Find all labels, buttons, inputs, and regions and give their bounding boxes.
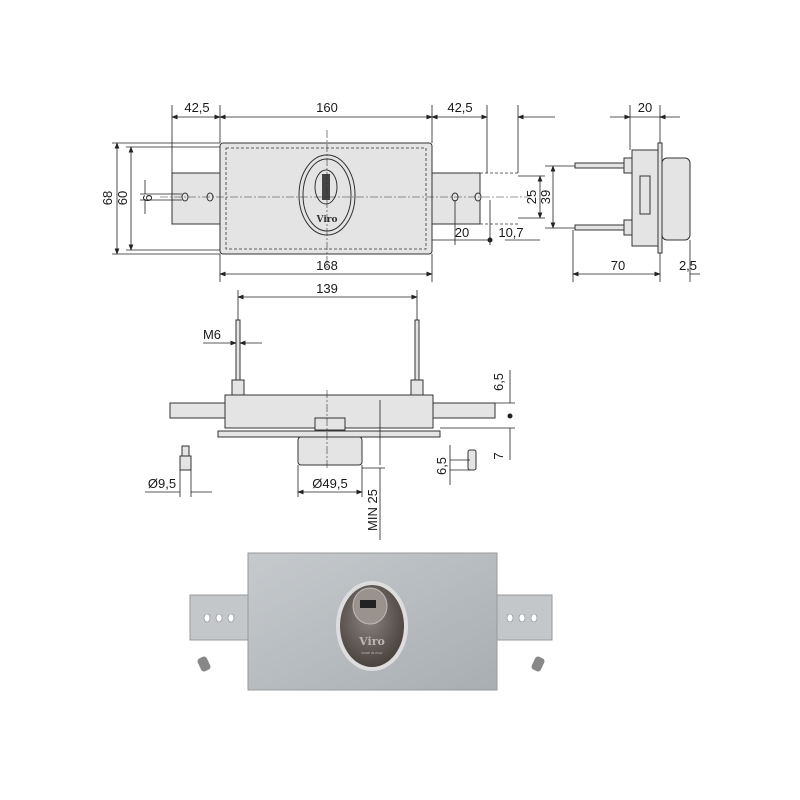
dim-top-offset: 6,5 [491, 373, 506, 391]
dim-pin-height: 6,5 [434, 457, 449, 475]
front-logo: Viro [316, 215, 338, 225]
photo-logo: Viro [358, 635, 385, 648]
photo-marking: MADE IN ITALY [361, 651, 383, 655]
dim-height-outer: 68 [100, 191, 115, 205]
dim-stud-spacing: 39 [538, 190, 553, 204]
left-tongue [171, 172, 223, 225]
dim-left-tongue: 42,5 [184, 100, 209, 115]
dim-hole-offset: 20 [455, 225, 469, 240]
dim-depth: 20 [638, 100, 652, 115]
dim-pin-diameter: Ø9,5 [148, 476, 176, 491]
escutcheon: Viro [298, 154, 356, 236]
dim-plate-thickness: 2,5 [679, 258, 697, 273]
dim-tongue-height: 25 [524, 190, 539, 204]
product-photo: Viro MADE IN ITALY [189, 552, 553, 691]
front-view: Viro 42,5 160 42,5 68 60 6 168 20 10,7 2… [100, 100, 580, 282]
dim-hole: 6 [140, 194, 155, 201]
bottom-view: 139 M6 6,5 7 Ø9,5 6,5 Ø49,5 MIN 25 [145, 281, 515, 540]
side-view: 20 70 2,5 [572, 100, 700, 282]
dim-plate-width: 168 [316, 258, 338, 273]
dim-min-depth: MIN 25 [365, 489, 380, 531]
screw [197, 656, 545, 672]
dim-cylinder-diameter: Ø49,5 [312, 476, 347, 491]
dim-tongue-extra: 10,7 [498, 225, 523, 240]
dim-body-width: 160 [316, 100, 338, 115]
dim-stud-length: 70 [611, 258, 625, 273]
dim-height-inner: 60 [115, 191, 130, 205]
dim-bottom-offset: 7 [491, 452, 506, 459]
dim-right-tongue: 42,5 [447, 100, 472, 115]
dim-stud-spacing-139: 139 [316, 281, 338, 296]
dim-thread: M6 [203, 327, 221, 342]
